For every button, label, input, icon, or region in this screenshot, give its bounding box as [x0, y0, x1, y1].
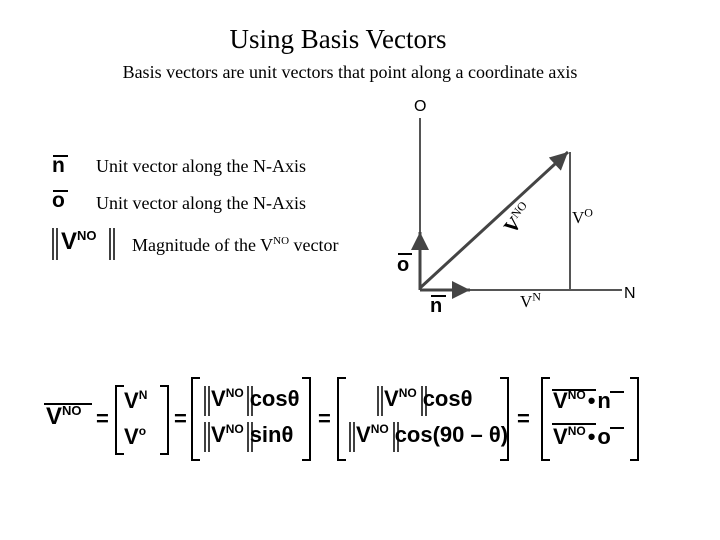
- eq-equals-4: =: [517, 406, 530, 431]
- eq-equals-2: =: [174, 406, 187, 431]
- eq-bracket-4-right: [630, 377, 639, 461]
- slide-title: Using Basis Vectors: [229, 24, 447, 54]
- eq-col4-top: VNO•n: [553, 388, 611, 413]
- eq-col4-bot: VNO•o: [553, 424, 611, 449]
- eq-lhs: VNO: [46, 403, 82, 430]
- eq-equals-3: =: [318, 406, 331, 431]
- legend-o-text: Unit vector along the N-Axis: [96, 193, 306, 213]
- eq-col1-bot: Vo: [124, 424, 147, 449]
- vn-label: VN: [520, 289, 541, 311]
- eq-bracket-2-right: [302, 377, 311, 461]
- n-axis-label: N: [624, 285, 636, 302]
- n-hat-label: n: [430, 295, 443, 317]
- vo-label: VO: [572, 205, 593, 227]
- eq-bracket-2-left: [191, 377, 200, 461]
- eq-col1-top: VN: [124, 388, 148, 413]
- eq-bracket-4-left: [541, 377, 550, 461]
- vno-vector: [418, 150, 570, 290]
- slide-subtitle: Basis vectors are unit vectors that poin…: [122, 62, 578, 82]
- legend-n-symbol: n: [52, 154, 65, 177]
- legend-mag-symbol: VNO: [61, 228, 97, 255]
- eq-bracket-1-left: [115, 385, 124, 455]
- o-hat-label: o: [397, 254, 410, 276]
- legend-o-symbol: o: [52, 189, 65, 212]
- o-axis-label: O: [414, 98, 427, 115]
- legend-n-text: Unit vector along the N-Axis: [96, 156, 306, 176]
- legend-mag-text: Magnitude of the VNO vector: [132, 235, 339, 255]
- eq-bracket-3-right: [500, 377, 509, 461]
- eq-bracket-1-right: [160, 385, 169, 455]
- eq-bracket-3-left: [337, 377, 346, 461]
- eq-equals-1: =: [96, 406, 109, 431]
